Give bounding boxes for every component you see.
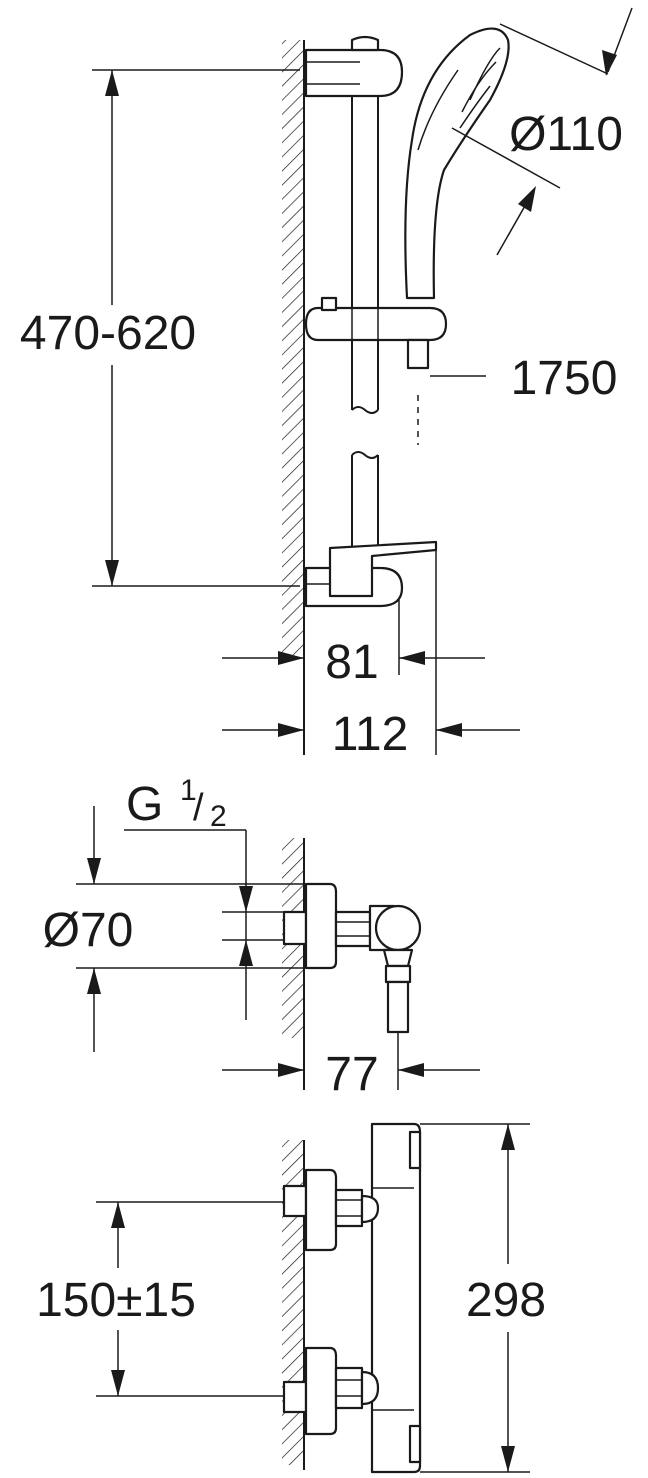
rail-bar bbox=[351, 96, 379, 550]
rosette-diameter-label: Ø70 bbox=[43, 904, 134, 957]
thread-label-numerator: 1 bbox=[180, 774, 197, 807]
thermostat-body bbox=[370, 1122, 422, 1474]
handshower-diameter-label: Ø110 bbox=[509, 108, 623, 161]
wall-hatching-middle bbox=[282, 838, 305, 1090]
rail-depth-outer-label: 112 bbox=[332, 708, 409, 761]
mixer-connector bbox=[334, 904, 422, 1034]
inlet-spacing-label: 150±15 bbox=[36, 1274, 196, 1327]
dimension-handshower-diameter bbox=[451, 7, 633, 256]
dimension-mixer-height bbox=[420, 1123, 530, 1473]
thread-label-denominator: 2 bbox=[210, 800, 227, 833]
mixer-projection-label: 77 bbox=[325, 1048, 378, 1101]
hand-shower bbox=[404, 27, 510, 300]
mixer-front-view: 150±15 298 bbox=[36, 1122, 546, 1474]
upper-inlet-connection bbox=[282, 1168, 380, 1252]
rail-height-label: 470-620 bbox=[20, 307, 196, 360]
dimension-thread bbox=[124, 829, 284, 1020]
connection-side-view: G 1 / 2 Ø70 7 bbox=[43, 774, 480, 1101]
dimension-rosette-diameter bbox=[76, 806, 304, 1052]
rail-top-bracket bbox=[304, 35, 404, 98]
wall-rosette bbox=[282, 882, 338, 970]
rail-bottom-bracket bbox=[304, 540, 438, 608]
dimension-inlet-spacing bbox=[96, 1201, 284, 1397]
thread-label-base: G bbox=[126, 778, 163, 831]
wall-hatching-top bbox=[282, 40, 305, 755]
rail-depth-inner-label: 81 bbox=[325, 636, 378, 689]
hose-length-label: 1750 bbox=[511, 352, 618, 405]
slider-holder bbox=[304, 296, 448, 445]
dimension-rail-depth-inner bbox=[222, 600, 485, 675]
dimension-mixer-projection bbox=[222, 1032, 480, 1090]
mixer-height-label: 298 bbox=[466, 1274, 546, 1327]
thread-label-slash: / bbox=[193, 787, 204, 829]
shower-rail-view: 470-620 Ø110 1750 81 bbox=[20, 7, 633, 761]
dimension-rail-depth-outer bbox=[222, 550, 520, 755]
dimension-rail-height bbox=[92, 69, 300, 587]
lower-inlet-connection bbox=[282, 1346, 380, 1436]
